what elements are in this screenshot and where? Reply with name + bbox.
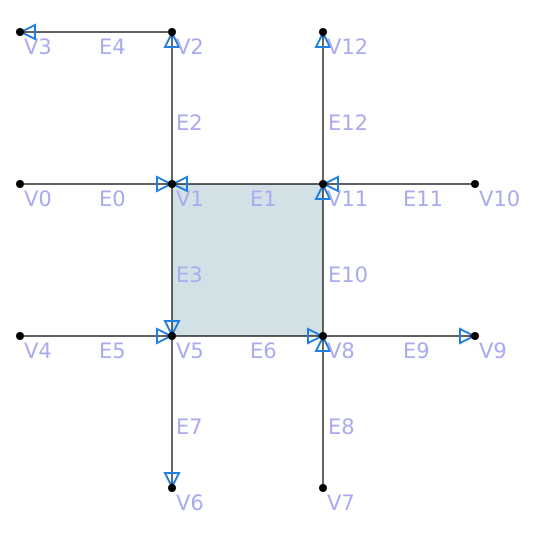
arrow-e4: [18, 23, 36, 41]
edge-label-e5: E5: [99, 339, 126, 363]
edge-label-e6: E6: [250, 339, 277, 363]
edges-layer: [20, 31, 475, 488]
vertices-layer: [16, 28, 479, 492]
vertex-v3: [16, 28, 24, 36]
arrow-e7: [163, 472, 181, 490]
vertex-v2: [168, 28, 176, 36]
arrow-e1: [170, 175, 188, 193]
edge-label-e4: E4: [99, 35, 126, 59]
arrow-e0: [156, 175, 174, 193]
faces-layer: [172, 184, 323, 336]
edge-label-e2: E2: [176, 111, 203, 135]
vertex-label-v10: V10: [479, 187, 520, 211]
arrow-e6: [307, 327, 325, 345]
vertex-v0: [16, 180, 24, 188]
vertex-label-v2: V2: [176, 35, 204, 59]
vertex-v8: [319, 332, 327, 340]
arrow-e9: [459, 327, 477, 345]
arrow-e12: [314, 30, 332, 48]
arrows-layer: [18, 23, 477, 490]
vertex-v4: [16, 332, 24, 340]
vertex-label-v9: V9: [479, 339, 507, 363]
vertex-label-v7: V7: [327, 491, 355, 515]
arrow-e5: [156, 327, 174, 345]
vertex-v9: [471, 332, 479, 340]
vertex-v6: [168, 484, 176, 492]
edge-label-e7: E7: [176, 415, 203, 439]
vertex-label-v3: V3: [24, 35, 52, 59]
vertex-v12: [319, 28, 327, 36]
vertex-v10: [471, 180, 479, 188]
vertex-v5: [168, 332, 176, 340]
vertex-label-v11: V11: [327, 187, 368, 211]
arrow-e2: [163, 30, 181, 48]
edge-label-e3: E3: [176, 263, 203, 287]
arrow-e10: [314, 182, 332, 200]
vertex-v11: [319, 180, 327, 188]
vertex-label-v6: V6: [176, 491, 204, 515]
edge-label-e9: E9: [403, 339, 430, 363]
face-0: [172, 184, 323, 336]
edge-label-e8: E8: [328, 415, 355, 439]
edge-label-e11: E11: [403, 187, 443, 211]
vertex-label-v0: V0: [24, 187, 52, 211]
edge-label-e10: E10: [328, 263, 368, 287]
arrow-e3: [163, 320, 181, 338]
vertex-label-v4: V4: [24, 339, 52, 363]
vertex-label-v5: V5: [176, 339, 204, 363]
vertex-v7: [319, 484, 327, 492]
vertex-label-v12: V12: [327, 35, 368, 59]
edge-label-e1: E1: [250, 187, 277, 211]
vertex-label-v1: V1: [176, 187, 204, 211]
edge-label-e12: E12: [328, 111, 368, 135]
arrow-e11: [321, 175, 339, 193]
vertex-v1: [168, 180, 176, 188]
vertex-label-v8: V8: [327, 339, 355, 363]
arrow-e8: [314, 334, 332, 352]
edge-label-e0: E0: [99, 187, 126, 211]
